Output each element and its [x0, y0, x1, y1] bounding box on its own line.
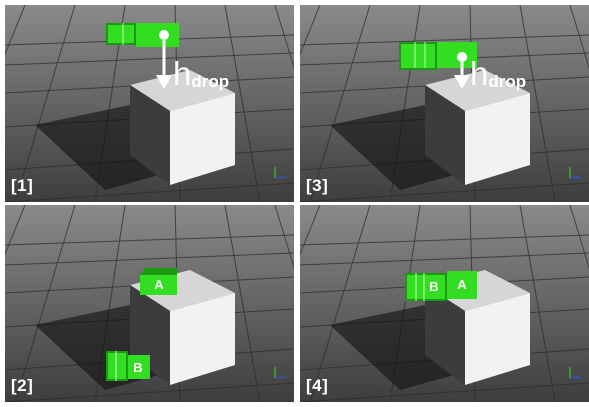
- axis-gizmo: [274, 167, 287, 179]
- robot-module-pair: [106, 23, 179, 47]
- hdrop-subscript: drop: [488, 72, 527, 91]
- module-a-label: A: [154, 277, 164, 292]
- panel-label: [2]: [11, 376, 34, 395]
- module-a-label: A: [457, 277, 467, 292]
- drop-arrow-head: [156, 75, 172, 89]
- scene-3: [300, 5, 589, 202]
- panel-1: hdrop [1]: [5, 5, 294, 202]
- module-b-label: B: [133, 360, 143, 375]
- box-front: [465, 93, 530, 185]
- robot-module-pair: [399, 42, 477, 70]
- hdrop-h: h: [173, 55, 192, 92]
- box-front: [170, 293, 235, 385]
- panel-2: A B [2]: [5, 205, 294, 402]
- robot-module-a: [140, 268, 177, 295]
- box-front: [170, 93, 235, 185]
- robot-module-a: [447, 271, 477, 299]
- hdrop-annotation: hdrop: [173, 55, 230, 92]
- robot-module-b: [106, 351, 150, 381]
- hdrop-annotation: hdrop: [470, 55, 527, 92]
- box-side: [130, 85, 170, 185]
- drop-arrow-head: [454, 75, 470, 89]
- axis-gizmo: [569, 167, 582, 179]
- panel-3: hdrop [3]: [300, 5, 589, 202]
- module-b-label: B: [429, 279, 439, 294]
- panel-4: B A [4]: [300, 205, 589, 402]
- panel-label: [3]: [306, 176, 329, 195]
- hdrop-h: h: [470, 55, 489, 92]
- scene-1: [5, 5, 294, 202]
- hdrop-subscript: drop: [191, 72, 230, 91]
- robot-module-b: [405, 273, 447, 301]
- panel-label: [1]: [11, 176, 34, 195]
- box-side: [425, 85, 465, 185]
- scene-4: [300, 205, 589, 402]
- box-side: [425, 285, 465, 385]
- box-front: [465, 293, 530, 385]
- panel-label: [4]: [306, 376, 329, 395]
- scene-2: [5, 205, 294, 402]
- axis-gizmo: [569, 367, 582, 379]
- drop-point-marker: [457, 52, 467, 62]
- box-top: [425, 70, 530, 111]
- axis-gizmo: [274, 367, 287, 379]
- drop-point-marker: [159, 30, 169, 40]
- box-top: [130, 70, 235, 111]
